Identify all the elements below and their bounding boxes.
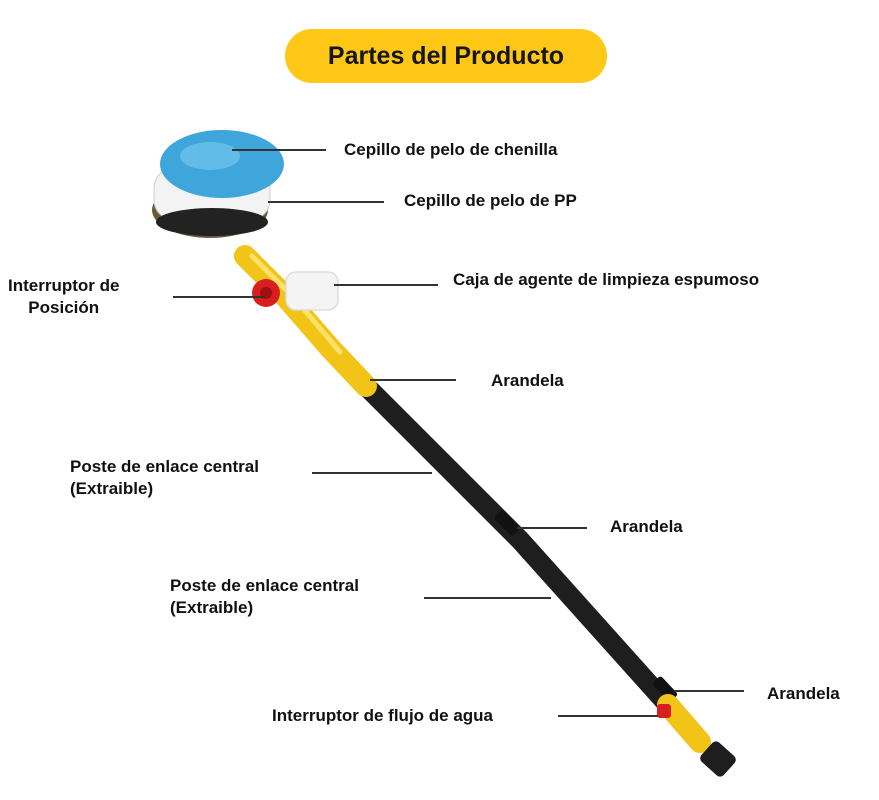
leader-foam-box (334, 284, 438, 286)
leader-center-pole-1 (312, 472, 432, 474)
yellow-connector (234, 245, 377, 397)
water-flow-switch (657, 704, 671, 718)
washer-middle (494, 510, 520, 536)
label-position-switch-line1: Interruptor de (8, 276, 120, 295)
bottom-fitting (657, 694, 711, 753)
title-badge: Partes del Producto (285, 29, 607, 83)
leader-washer-3 (674, 690, 744, 692)
leader-pp (268, 201, 384, 203)
page-title: Partes del Producto (327, 41, 565, 70)
leader-water-flow-switch (558, 715, 658, 717)
label-center-pole-1-line1: Poste de enlace central (70, 457, 259, 476)
hose-connector (700, 741, 736, 777)
label-chenille-brush: Cepillo de pelo de chenilla (344, 140, 558, 159)
label-washer-2: Arandela (610, 517, 683, 536)
leader-position-switch (173, 296, 265, 298)
foam-box (285, 271, 339, 311)
label-center-pole-2-line2: (Extraible) (170, 598, 254, 617)
label-center-pole-2-line1: Poste de enlace central (170, 576, 359, 595)
label-position-switch-line2: Posición (28, 298, 100, 317)
brush-rim (156, 208, 268, 236)
leader-chenille (232, 149, 326, 151)
leader-center-pole-2 (424, 597, 551, 599)
chenille-highlight (180, 142, 240, 170)
center-pole (354, 374, 678, 715)
label-pp-brush: Cepillo de pelo de PP (404, 191, 577, 210)
label-center-pole-1: Poste de enlace central (Extraible) (70, 456, 259, 500)
leader-washer-1 (370, 379, 456, 381)
label-water-flow-switch: Interruptor de flujo de agua (272, 706, 494, 725)
label-washer-3: Arandela (767, 684, 840, 703)
leader-washer-2 (517, 527, 587, 529)
label-center-pole-1-line2: (Extraible) (70, 479, 154, 498)
label-center-pole-2: Poste de enlace central (Extraible) (170, 575, 359, 619)
label-position-switch: Interruptor de Posición (8, 275, 119, 319)
label-washer-1: Arandela (491, 371, 564, 390)
label-foam-box: Caja de agente de limpieza espumoso (453, 270, 760, 289)
